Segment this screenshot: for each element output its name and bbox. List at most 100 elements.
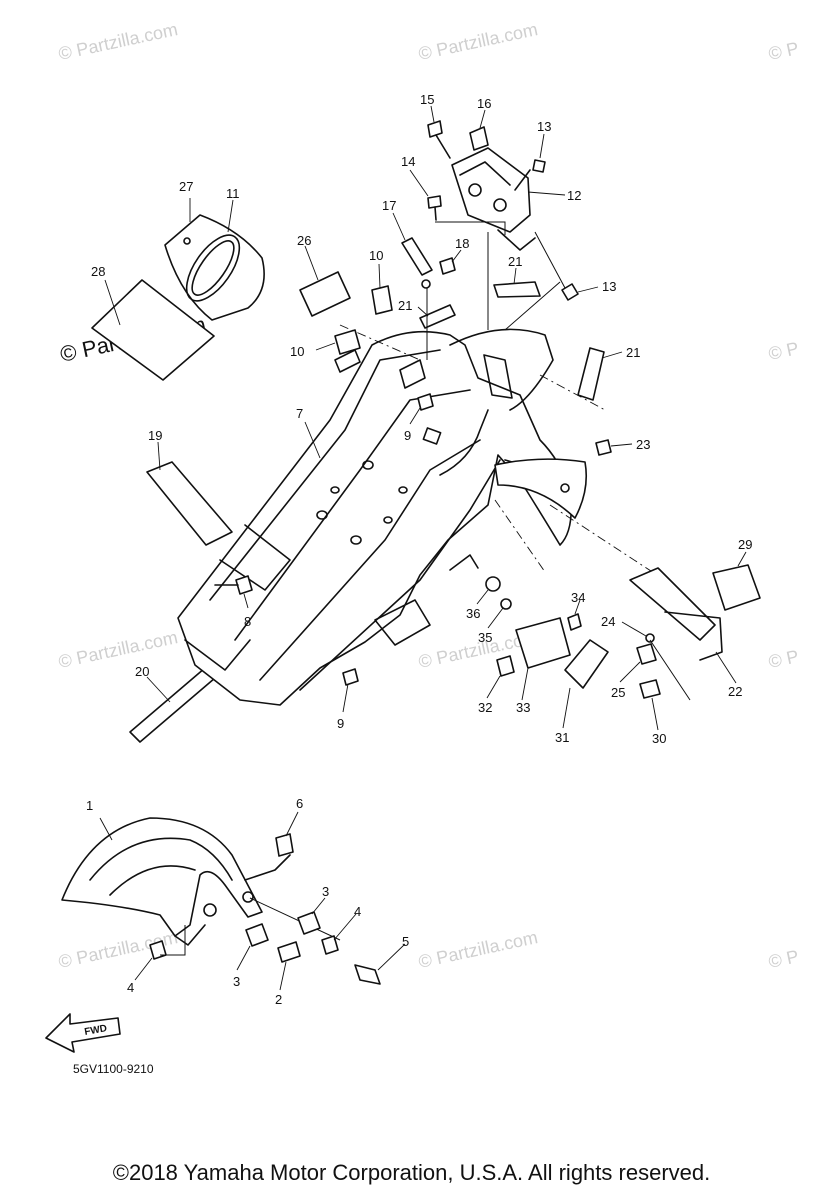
bolt-13a	[532, 159, 546, 173]
callout-label: 24	[601, 614, 615, 629]
collar-3b	[245, 923, 269, 947]
washer-24	[645, 633, 655, 643]
callout-label: 3	[322, 884, 329, 899]
damper-21b	[419, 304, 456, 329]
bolt-13b	[561, 283, 579, 301]
bolt-14	[427, 195, 442, 209]
bracket-17	[401, 237, 433, 276]
callout-label: 20	[135, 664, 149, 679]
callout-label: 8	[244, 614, 251, 629]
bracket-22	[629, 567, 716, 641]
bracket-12	[451, 147, 531, 233]
front-fender-group	[61, 811, 406, 991]
callout-label: 6	[296, 796, 303, 811]
callout-label: 21	[508, 254, 522, 269]
watermark: © Partzilla.com	[417, 927, 540, 972]
callout-label: 23	[636, 437, 650, 452]
callout-label: 33	[516, 700, 530, 715]
clip-10a	[371, 285, 393, 315]
nut-30	[639, 679, 661, 699]
copyright-notice: ©2018 Yamaha Motor Corporation, U.S.A. A…	[112, 1160, 711, 1185]
watermark-partial: © P	[767, 338, 801, 364]
callout-label: 9	[404, 428, 411, 443]
grommet-36	[485, 576, 501, 592]
callout-label: 35	[478, 630, 492, 645]
callout-layer: 1 2 3 3 4 4 5 6 7 8 9 9 10 10 11 12 13 1…	[86, 92, 752, 1007]
callout-label: 13	[537, 119, 551, 134]
callout-label: 15	[420, 92, 434, 107]
callout-label: 19	[148, 428, 162, 443]
diagram-reference-code: 5GV1100-9210	[73, 1062, 154, 1076]
callout-label: 26	[297, 233, 311, 248]
callout-label: 11	[226, 186, 240, 201]
bracket-33	[515, 617, 571, 669]
tool-pouch	[164, 214, 265, 321]
callout-label: 13	[602, 279, 616, 294]
callout-label: 29	[738, 537, 752, 552]
bolt-15	[427, 120, 443, 138]
watermark-partial: © P	[767, 38, 801, 64]
callout-label: 16	[477, 96, 491, 111]
callout-label: 2	[275, 992, 282, 1007]
reflector-29	[712, 564, 761, 611]
bolt-34	[567, 613, 582, 631]
callout-label: 30	[652, 731, 666, 746]
pad-19	[146, 461, 233, 546]
callout-label: 27	[179, 179, 193, 194]
bolt-18	[439, 257, 456, 275]
fwd-label: FWD	[84, 1023, 108, 1038]
fwd-arrow-icon: FWD	[45, 1013, 121, 1053]
callout-label: 21	[626, 345, 640, 360]
washer-35	[500, 598, 512, 610]
watermark-partial: © P	[767, 646, 801, 672]
nut-32	[496, 655, 515, 677]
callout-label: 21	[398, 298, 412, 313]
washer-4a	[321, 935, 339, 955]
clip-10b	[334, 329, 361, 355]
washer-4b	[149, 940, 167, 960]
nut-25	[636, 643, 657, 665]
bolt-23	[595, 439, 612, 456]
collar-3a	[297, 911, 321, 935]
bolt-9a	[417, 393, 434, 411]
callout-label: 10	[369, 248, 383, 263]
bolt-2	[277, 941, 301, 963]
callout-label: 14	[401, 154, 415, 169]
manual-sheet	[91, 279, 215, 381]
callout-label: 17	[382, 198, 396, 213]
clip-16	[469, 126, 489, 151]
strip-20	[129, 667, 216, 743]
callout-label: 3	[233, 974, 240, 989]
callout-label: 7	[296, 406, 303, 421]
rear-fender-body	[177, 328, 573, 706]
callout-label: 36	[466, 606, 480, 621]
callout-label: 25	[611, 685, 625, 700]
callout-label: 28	[91, 264, 105, 279]
decal-26	[299, 271, 351, 317]
callout-label: 18	[455, 236, 469, 251]
callout-label: 31	[555, 730, 569, 745]
damper-21c	[577, 347, 605, 401]
damper-21a	[493, 281, 541, 298]
callout-label: 5	[402, 934, 409, 949]
callout-label: 10	[290, 344, 304, 359]
fender-tail	[494, 458, 588, 519]
bolt-5	[354, 964, 381, 985]
strap-band	[185, 234, 241, 302]
watermark: © Partzilla.com	[57, 19, 180, 64]
bolt-9b	[342, 668, 359, 686]
callout-label: 4	[354, 904, 361, 919]
lamp-31	[564, 639, 609, 689]
callout-label: 32	[478, 700, 492, 715]
pouch-hole	[183, 237, 191, 245]
watermark-partial: © P	[767, 946, 801, 972]
callout-label: 4	[127, 980, 134, 995]
callout-label: 12	[567, 188, 581, 203]
strap-band-inner	[191, 240, 235, 296]
lock-bracket-group	[409, 105, 566, 330]
callout-label: 1	[86, 798, 93, 813]
watermark: © Partzilla.com	[57, 627, 180, 672]
tool-kit-group	[91, 198, 265, 381]
callout-label: 9	[337, 716, 344, 731]
